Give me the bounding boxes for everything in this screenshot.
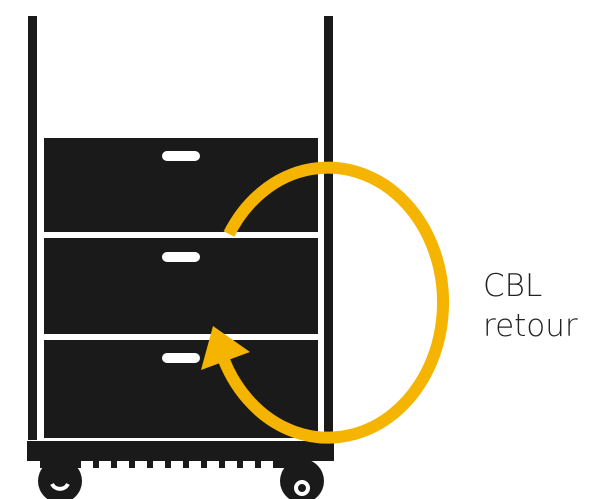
cart-left-upright: [28, 16, 37, 440]
bottom-crate-handle: [162, 353, 200, 363]
return-label: CBL retour: [483, 268, 578, 344]
top-crate-handle: [162, 151, 200, 161]
cart-right-upright: [324, 16, 333, 440]
middle-crate-handle: [162, 252, 200, 262]
return-label-line1: CBL: [483, 268, 542, 304]
middle-crate: [44, 238, 318, 334]
return-label-line2: retour: [483, 308, 578, 344]
